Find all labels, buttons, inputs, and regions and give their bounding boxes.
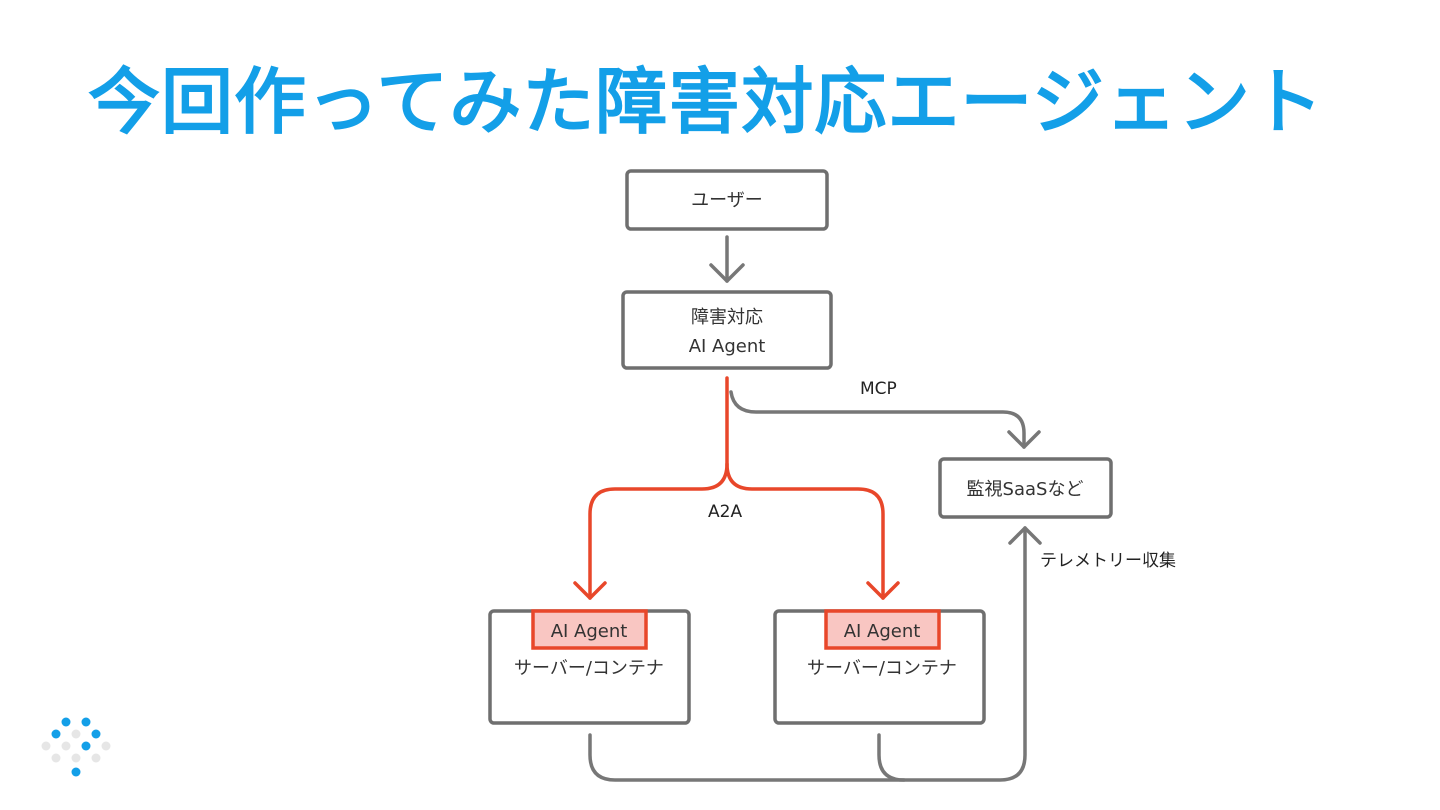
agent-tag-right (824, 609, 941, 650)
server-node-right: AI Agent サーバー/コンテナ (773, 609, 986, 725)
slide-title: 今回作ってみた障害対応エージェント (88, 60, 1324, 144)
edge-user-to-agent (709, 235, 745, 283)
server-right-label: サーバー/コンテナ (807, 658, 957, 679)
incident-agent-label-line1: 障害対応 (691, 307, 763, 328)
mcp-label: MCP (860, 379, 897, 399)
monitoring-saas-node: 監視SaaSなど (938, 457, 1113, 519)
incident-agent-node: 障害対応 AI Agent (621, 290, 833, 370)
a2a-label: A2A (708, 502, 742, 522)
incident-agent-label-line2: AI Agent (689, 336, 766, 357)
agent-tag-left-label: AI Agent (551, 621, 628, 642)
edge-mcp (729, 390, 1041, 449)
monitoring-saas-label: 監視SaaSなど (967, 479, 1084, 500)
telemetry-label: テレメトリー収集 (1040, 551, 1176, 571)
dot-grid-logo-icon (41, 717, 111, 777)
edge-telemetry (588, 526, 1042, 782)
agent-tag-left (531, 609, 648, 650)
server-node-left: AI Agent サーバー/コンテナ (488, 609, 691, 725)
server-left-label: サーバー/コンテナ (514, 658, 664, 679)
agent-tag-right-label: AI Agent (844, 621, 921, 642)
user-node-label: ユーザー (691, 190, 763, 211)
edge-a2a (573, 376, 900, 600)
user-node: ユーザー (625, 169, 829, 231)
